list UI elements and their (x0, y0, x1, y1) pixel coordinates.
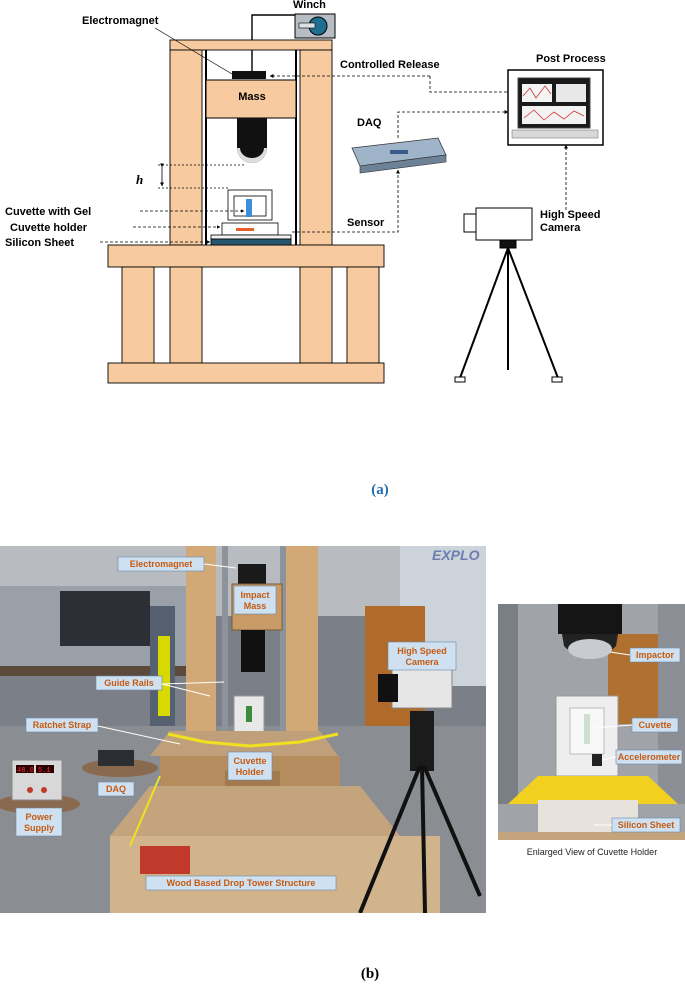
svg-text:Silicon Sheet: Silicon Sheet (618, 820, 675, 830)
tag-silicon-sheet: Silicon Sheet (611, 817, 681, 833)
svg-text:Supply: Supply (24, 823, 54, 833)
svg-text:Accelerometer: Accelerometer (618, 752, 681, 762)
svg-text:Power: Power (25, 812, 53, 822)
svg-text:Impactor: Impactor (636, 650, 675, 660)
psu-display-left: 48.0 (17, 767, 34, 775)
tag-cuvette-holder: Cuvette Holder (227, 751, 273, 781)
winch-label: Winch (293, 0, 326, 11)
schematic-diagram: Winch Mass h Electromagnet Cuvette (5, 0, 606, 384)
cuvette-holder-label: Cuvette holder (10, 222, 88, 234)
wall-text: EXPLO (432, 547, 480, 563)
tag-impact-mass: Impact Mass (233, 585, 277, 615)
tag-ratchet-strap: Ratchet Strap (25, 717, 99, 733)
daq-device (351, 137, 447, 174)
tag-cuvette: Cuvette (631, 717, 679, 733)
svg-text:Camera: Camera (405, 657, 439, 667)
svg-text:Cuvette: Cuvette (233, 756, 266, 766)
tag-wood-structure: Wood Based Drop Tower Structure (145, 875, 337, 891)
post-process-label: Post Process (536, 53, 606, 65)
tag-electromagnet: Electromagnet (117, 556, 205, 572)
svg-text:Holder: Holder (236, 767, 265, 777)
impactor (237, 118, 267, 163)
high-speed-label: High Speed (540, 209, 601, 221)
tag-high-speed-camera: High Speed Camera (387, 641, 457, 671)
inset-caption: Enlarged View of Cuvette Holder (526, 847, 658, 857)
controlled-release-label: Controlled Release (340, 59, 440, 71)
tag-power-supply: Power Supply (15, 807, 63, 837)
h-label: h (136, 172, 143, 187)
laptop (507, 69, 604, 146)
svg-text:High Speed: High Speed (397, 646, 447, 656)
electromagnet (232, 71, 266, 79)
height-dimension (158, 163, 246, 189)
caption-a: (a) (371, 482, 389, 498)
tag-accelerometer: Accelerometer (615, 749, 683, 765)
svg-text:Ratchet Strap: Ratchet Strap (33, 720, 92, 730)
svg-text:Wood Based Drop Tower Structur: Wood Based Drop Tower Structure (167, 878, 316, 888)
winch (251, 13, 336, 71)
svg-text:DAQ: DAQ (106, 784, 126, 794)
svg-text:Guide Rails: Guide Rails (104, 678, 154, 688)
cuvette-with-gel-label: Cuvette with Gel (5, 206, 91, 218)
mass-label: Mass (238, 91, 266, 103)
camera-label: Camera (540, 222, 581, 234)
svg-text:Cuvette: Cuvette (638, 720, 671, 730)
high-speed-camera (454, 207, 563, 383)
drop-tower-frame (107, 39, 385, 384)
electromagnet-label: Electromagnet (82, 15, 159, 27)
lab-photograph: EXPLO 48.0 5.1 Electromagnet Impact (0, 546, 486, 913)
tag-impactor: Impactor (629, 647, 681, 663)
caption-b: (b) (360, 966, 380, 982)
psu-display-right: 5.1 (38, 767, 51, 775)
sensor-label: Sensor (347, 217, 385, 229)
daq-label: DAQ (357, 117, 382, 129)
cuvette-setup (210, 189, 292, 246)
svg-text:Impact: Impact (240, 590, 269, 600)
svg-text:Mass: Mass (244, 601, 267, 611)
tag-guide-rails: Guide Rails (95, 675, 163, 691)
inset-photograph: Impactor Cuvette Accelerometer Silicon S… (498, 604, 685, 840)
tag-daq: DAQ (97, 781, 135, 797)
silicon-sheet-label: Silicon Sheet (5, 237, 74, 249)
svg-text:Electromagnet: Electromagnet (130, 559, 193, 569)
mass-block (205, 79, 297, 119)
